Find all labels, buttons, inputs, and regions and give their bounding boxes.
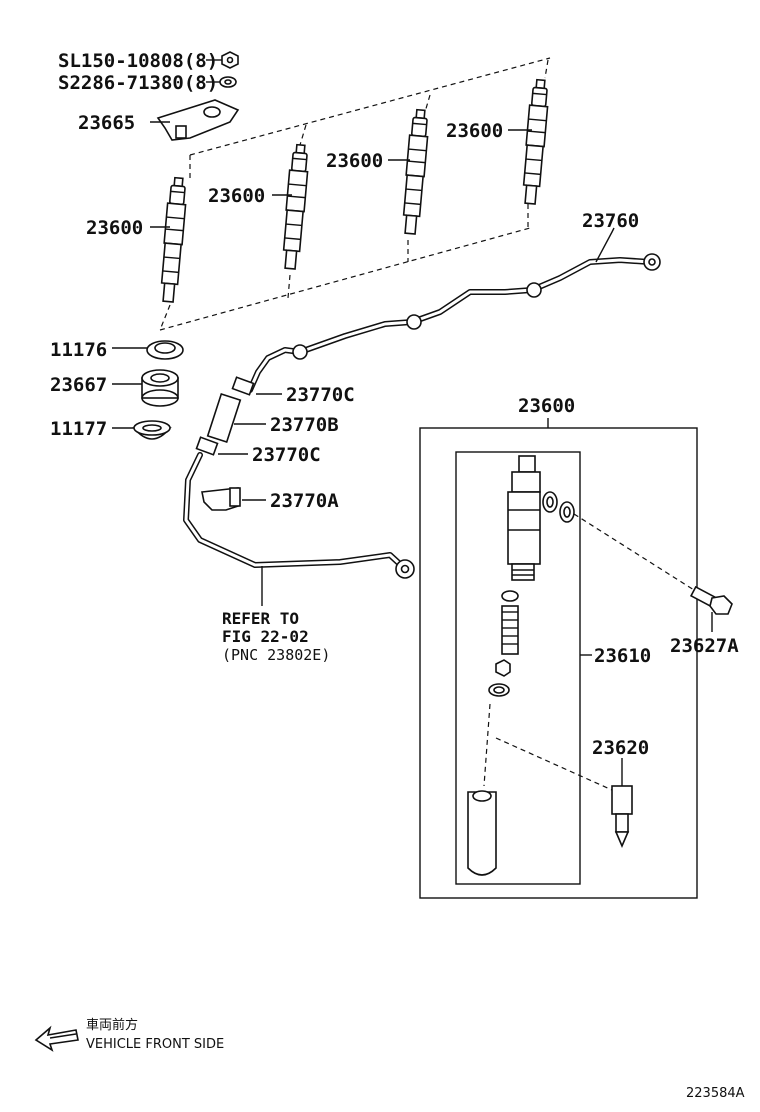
holder-gasket-part xyxy=(112,420,172,440)
label-hose-clamp-lower: 23770C xyxy=(252,444,321,466)
spring-part xyxy=(488,590,519,697)
label-insulator: 23667 xyxy=(50,374,107,396)
refer-line-1: REFER TO xyxy=(222,609,299,628)
label-clamp: 23665 xyxy=(78,112,135,134)
assembly-outline xyxy=(159,57,551,331)
label-holder-gasket: 11177 xyxy=(50,418,107,440)
label-injector-4: 23600 xyxy=(446,120,503,142)
return-pipe-part xyxy=(247,227,661,393)
refer-line-2: FIG 22-02 xyxy=(222,627,309,646)
direction-english: VEHICLE FRONT SIDE xyxy=(86,1037,224,1052)
leak-off-pipe-part xyxy=(183,452,415,606)
label-nozzle: 23620 xyxy=(592,737,649,759)
hose-part xyxy=(206,392,266,444)
retaining-nut-part xyxy=(467,703,497,876)
label-pipe-clamp: 23770A xyxy=(270,490,339,512)
label-seat-gasket: 11176 xyxy=(50,339,107,361)
seat-gasket-part xyxy=(112,340,184,360)
label-holder-set: 23610 xyxy=(594,645,651,667)
label-detail-injector: 23600 xyxy=(518,395,575,417)
bolt-part xyxy=(573,513,733,632)
front-direction-arrow-icon xyxy=(34,1025,79,1052)
label-injector-3: 23600 xyxy=(326,150,383,172)
label-bolt: 23627A xyxy=(670,635,739,657)
nozzle-part xyxy=(495,737,633,849)
label-injector-2: 23600 xyxy=(208,185,265,207)
hose-clamp-lower-part xyxy=(195,436,248,456)
insulator-part xyxy=(112,369,179,407)
label-injector-1: 23600 xyxy=(86,217,143,239)
figure-id: 223584A xyxy=(686,1086,745,1101)
clamp-part xyxy=(150,99,240,141)
label-return-pipe: 23760 xyxy=(582,210,639,232)
label-hose: 23770B xyxy=(270,414,339,436)
pipe-clamp-part xyxy=(201,487,266,511)
holder-body-part xyxy=(507,455,541,581)
label-washer: S2286-71380(8) xyxy=(58,72,218,94)
injector-1 xyxy=(158,176,189,304)
label-hose-clamp-upper: 23770C xyxy=(286,384,355,406)
injector-4 xyxy=(520,78,551,206)
washer-part xyxy=(206,76,237,88)
hose-clamp-upper-part xyxy=(231,376,282,396)
inlet-washers xyxy=(542,491,575,523)
detail-box xyxy=(419,418,698,899)
label-nut: SL150-10808(8) xyxy=(58,50,218,72)
injector-2 xyxy=(280,143,311,271)
nut-part xyxy=(206,51,239,69)
injector-3 xyxy=(400,108,431,236)
refer-line-3: (PNC 23802E) xyxy=(222,646,330,664)
direction-japanese: 車両前方 xyxy=(86,1017,138,1033)
